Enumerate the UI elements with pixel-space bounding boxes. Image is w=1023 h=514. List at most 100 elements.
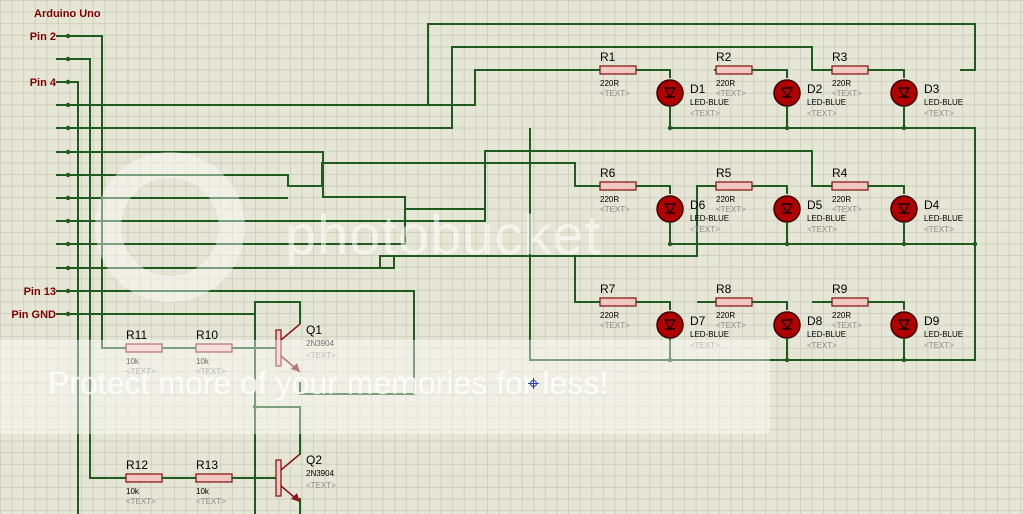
resistor-ref: R3	[832, 50, 848, 64]
led-value: LED-BLUE	[807, 214, 846, 223]
watermark-logo-mark	[95, 152, 245, 302]
resistor-to-led	[652, 69, 671, 78]
junction-dot	[252, 404, 258, 410]
led-body	[656, 311, 684, 339]
board-title: Arduino Uno	[34, 8, 101, 20]
pin-label: Pin 13	[24, 286, 56, 298]
led-placeholder: <TEXT>	[690, 225, 720, 234]
resistor-value: 10k	[196, 357, 210, 366]
resistor-value: 220R	[832, 311, 851, 320]
led-body	[773, 79, 801, 107]
led-body	[656, 79, 684, 107]
transistor-arrow-icon	[291, 493, 300, 502]
resistor-body	[831, 297, 869, 307]
wire-pin2	[68, 35, 126, 349]
resistor-placeholder: <TEXT>	[600, 89, 630, 98]
resistor-ref: R6	[600, 166, 616, 180]
wire-row3-r7	[68, 255, 600, 303]
junction-dot	[901, 357, 907, 363]
resistor-body	[125, 473, 163, 483]
junction-dot	[784, 357, 790, 363]
resistor-body	[599, 181, 637, 191]
resistor-ref: R11	[126, 328, 147, 342]
led-ref: D5	[807, 198, 823, 212]
led-placeholder: <TEXT>	[807, 109, 837, 118]
led-ref: D1	[690, 82, 706, 96]
led-body	[656, 195, 684, 223]
led-triangle-icon	[897, 319, 911, 331]
resistor-body	[195, 473, 233, 483]
resistor-to-led	[884, 69, 905, 78]
led-body	[890, 79, 918, 107]
led-value: LED-BLUE	[807, 330, 846, 339]
resistor-placeholder: <TEXT>	[126, 497, 156, 506]
wire-q2-collector	[255, 406, 301, 455]
resistor-placeholder: <TEXT>	[600, 205, 630, 214]
resistor-value: 220R	[600, 311, 619, 320]
resistor-ref: R12	[126, 458, 148, 472]
led-ref: D6	[690, 198, 706, 212]
led-value: LED-BLUE	[690, 98, 729, 107]
wire-column-left	[529, 128, 904, 361]
resistor-body	[599, 297, 637, 307]
junction-dot	[972, 241, 978, 247]
wire-row1-anode-r1	[68, 69, 600, 106]
led-body	[773, 311, 801, 339]
resistor-to-led	[652, 301, 671, 310]
resistor-value: 220R	[716, 195, 735, 204]
transistor-value: 2N3904	[306, 469, 335, 478]
led-triangle-icon	[663, 203, 677, 215]
resistor-placeholder: <TEXT>	[600, 321, 630, 330]
transistor-base	[275, 329, 282, 367]
resistor-body	[715, 181, 753, 191]
resistor-to-led	[652, 185, 671, 194]
transistor-arrow-icon	[291, 363, 300, 372]
resistor-body	[715, 297, 753, 307]
transistor-placeholder: <TEXT>	[306, 481, 336, 490]
led-ref: D9	[924, 314, 940, 328]
transistor-base	[275, 459, 282, 497]
led-value: LED-BLUE	[924, 214, 963, 223]
resistor-to-led	[768, 185, 788, 194]
transistor-collector	[280, 453, 301, 471]
led-placeholder: <TEXT>	[807, 341, 837, 350]
resistor-ref: R5	[716, 166, 732, 180]
resistor-placeholder: <TEXT>	[716, 89, 746, 98]
pin-label: Pin 2	[30, 31, 56, 43]
resistor-placeholder: <TEXT>	[196, 497, 226, 506]
pin-label: Pin GND	[11, 309, 56, 321]
wire-row2-r6	[68, 162, 600, 187]
led-ref: D2	[807, 82, 823, 96]
junction-dot	[667, 125, 673, 131]
led-ref: D7	[690, 314, 706, 328]
resistor-value: 220R	[832, 195, 851, 204]
resistor-body	[831, 65, 869, 75]
led-triangle-icon	[780, 319, 794, 331]
junction-dot	[667, 357, 673, 363]
junction-dot	[667, 241, 673, 247]
led-placeholder: <TEXT>	[690, 109, 720, 118]
led-value: LED-BLUE	[924, 330, 963, 339]
resistor-placeholder: <TEXT>	[832, 205, 862, 214]
resistor-value: 220R	[832, 79, 851, 88]
watermark-tagline: Protect more of your memories for less!	[48, 365, 609, 401]
resistor-to-led	[768, 69, 788, 78]
wire-cathode-bus	[669, 105, 976, 361]
resistor-placeholder: <TEXT>	[716, 321, 746, 330]
led-triangle-icon	[897, 203, 911, 215]
resistor-value: 220R	[600, 79, 619, 88]
resistor-ref: R7	[600, 282, 616, 296]
led-triangle-icon	[780, 203, 794, 215]
junction-dot	[901, 125, 907, 131]
transistor-value: 2N3904	[306, 339, 335, 348]
led-placeholder: <TEXT>	[924, 341, 954, 350]
crosshair-cursor-icon	[528, 378, 539, 389]
resistor-value: 10k	[126, 487, 140, 496]
junction-dot	[784, 241, 790, 247]
led-ref: D4	[924, 198, 940, 212]
transistor-ref: Q2	[306, 453, 322, 467]
resistor-placeholder: <TEXT>	[196, 367, 226, 376]
resistor-body	[831, 181, 869, 191]
